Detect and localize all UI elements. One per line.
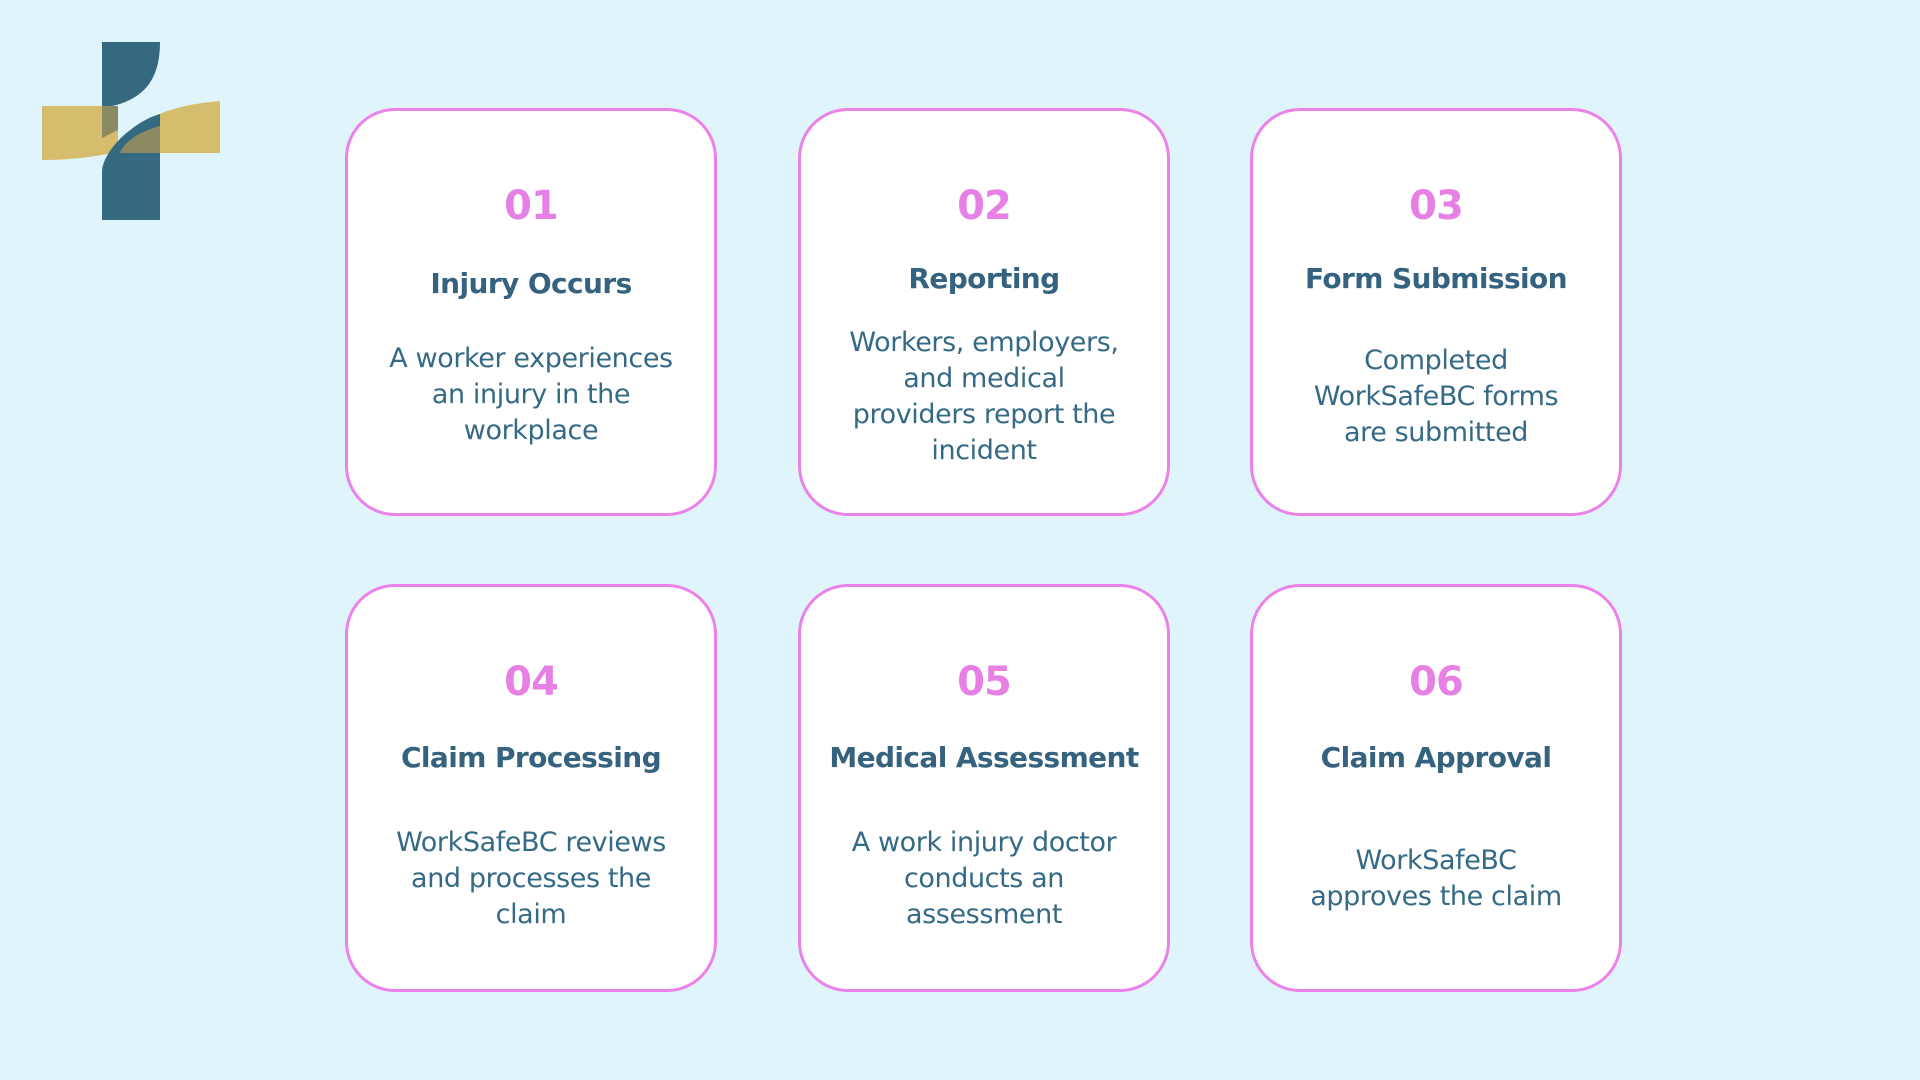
step-title: Claim Processing	[400, 741, 662, 774]
step-description-line: WorkSafeBC forms	[1313, 381, 1559, 412]
step-description: Completed WorkSafeBC forms are submitted	[1277, 343, 1595, 451]
step-description-line: incident	[931, 435, 1037, 466]
step-description-line: Completed	[1364, 345, 1508, 376]
step-card-03: 03 Form Submission Completed WorkSafeBC …	[1250, 108, 1622, 516]
logo-gold-left	[42, 106, 118, 160]
step-description: WorkSafeBC reviews and processes the cla…	[372, 825, 690, 933]
step-card-05: 05 Medical Assessment A work injury doct…	[798, 584, 1170, 992]
step-description-line: workplace	[463, 415, 599, 446]
step-title: Reporting	[908, 262, 1060, 295]
step-description: WorkSafeBC approves the claim	[1277, 843, 1595, 915]
step-number: 03	[1409, 183, 1464, 229]
step-description-line: and medical	[903, 363, 1065, 394]
step-number: 02	[957, 183, 1012, 229]
step-card-04: 04 Claim Processing WorkSafeBC reviews a…	[345, 584, 717, 992]
step-number: 01	[504, 183, 559, 229]
logo-teal-top	[102, 42, 160, 108]
step-description-line: an injury in the	[431, 379, 631, 410]
step-description-line: claim	[495, 899, 567, 930]
step-description-line: providers report the	[852, 399, 1116, 430]
step-description-line: WorkSafeBC reviews	[396, 827, 666, 858]
step-title: Medical Assessment	[829, 741, 1139, 774]
step-description-line: approves the claim	[1310, 881, 1562, 912]
process-steps-grid: 01 Injury Occurs A worker experiences an…	[345, 108, 1625, 998]
step-description: A work injury doctor conducts an assessm…	[825, 825, 1143, 933]
logo-overlap-2	[102, 126, 160, 153]
step-title: Injury Occurs	[430, 267, 632, 300]
step-card-06: 06 Claim Approval WorkSafeBC approves th…	[1250, 584, 1622, 992]
step-card-01: 01 Injury Occurs A worker experiences an…	[345, 108, 717, 516]
step-number: 04	[504, 659, 559, 705]
logo-overlap	[102, 106, 118, 138]
step-number: 06	[1409, 659, 1464, 705]
step-title: Claim Approval	[1320, 741, 1552, 774]
step-description-line: assessment	[905, 899, 1063, 930]
step-description-line: A worker experiences	[389, 343, 673, 374]
step-description-line: A work injury doctor	[851, 827, 1117, 858]
step-number: 05	[957, 659, 1012, 705]
step-card-02: 02 Reporting Workers, employers, and med…	[798, 108, 1170, 516]
step-description: Workers, employers, and medical provider…	[825, 325, 1143, 469]
step-title: Form Submission	[1305, 262, 1568, 295]
step-description-line: WorkSafeBC	[1355, 845, 1517, 876]
step-description-line: are submitted	[1343, 417, 1529, 448]
step-description: A worker experiences an injury in the wo…	[372, 341, 690, 449]
step-description-line: Workers, employers,	[849, 327, 1119, 358]
medical-cross-logo-icon	[42, 42, 220, 220]
step-description-line: and processes the	[411, 863, 651, 894]
step-description-line: conducts an	[903, 863, 1065, 894]
